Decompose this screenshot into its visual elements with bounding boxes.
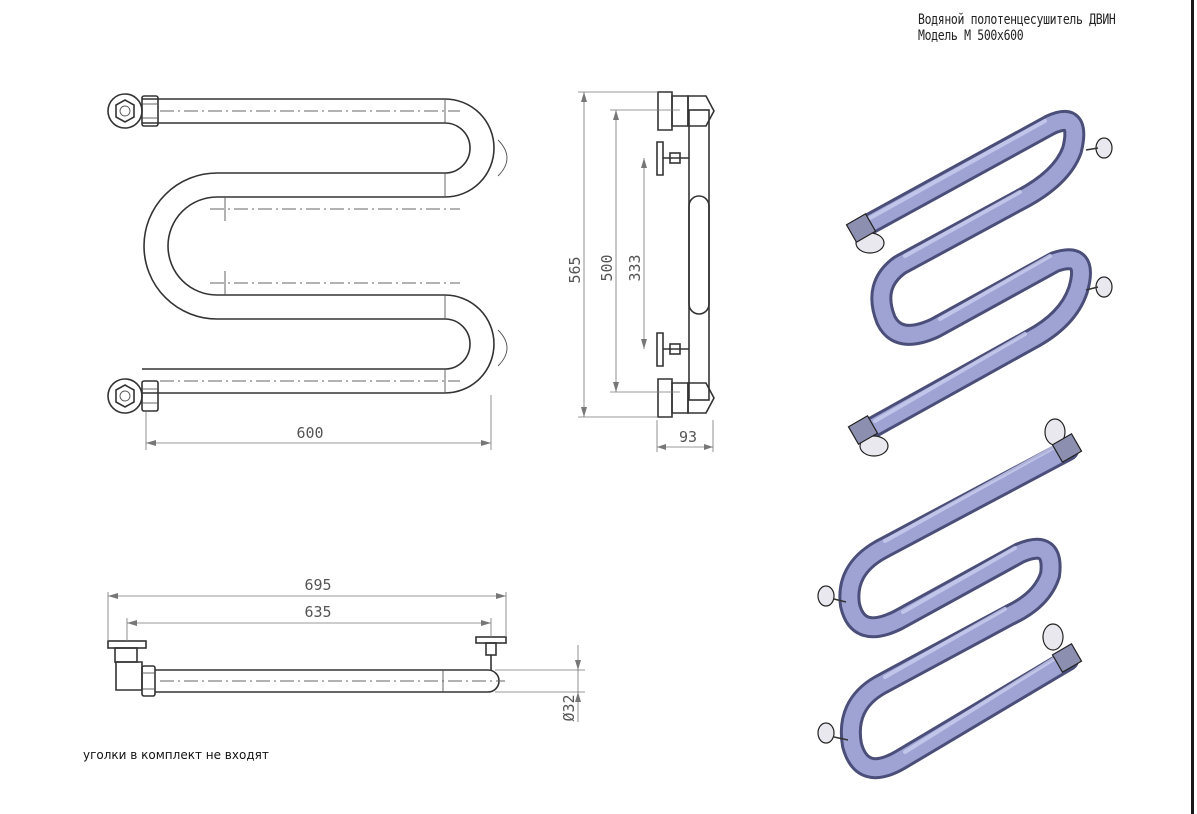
bottom-connector-hole	[119, 390, 131, 402]
bottom-connector-nut	[141, 380, 159, 412]
iso-upper-flange-bottom	[859, 435, 889, 457]
iso-lower-bracket-1	[817, 585, 835, 607]
title-block: Водяной полотенцесушитель ДВИН Модель М …	[918, 12, 1116, 44]
isometric-view-lower	[817, 418, 1083, 780]
top-pipe	[155, 669, 500, 693]
dim-695-label: 695	[304, 576, 331, 594]
iso-lower-pipe	[841, 442, 1076, 777]
dim-600-label: 600	[296, 424, 323, 442]
iso-lower-nut-bottom	[1051, 643, 1083, 673]
iso-lower-nut-top	[1051, 433, 1083, 463]
dim-333-label: 333	[626, 254, 644, 281]
side-top-nut	[687, 95, 715, 127]
dim-d32-label: Ø32	[560, 694, 578, 721]
iso-lower-bracket-2	[817, 722, 835, 744]
wall-mount-bump	[497, 329, 508, 367]
dim-93-label: 93	[679, 428, 697, 446]
dim-500-label: 500	[598, 254, 616, 281]
front-view: 600	[107, 93, 508, 450]
side-bracket-bottom	[656, 332, 664, 367]
side-top-flange	[657, 91, 673, 131]
top-left-elbow	[115, 661, 143, 691]
top-connector-hole	[119, 105, 131, 117]
iso-upper-nut-top	[845, 213, 877, 243]
front-pipe-outer	[142, 98, 495, 394]
isometric-view-upper	[845, 110, 1113, 457]
top-view: 695 635 Ø32	[107, 576, 585, 722]
top-left-flange	[107, 640, 147, 649]
iso-upper-bracket-2	[1095, 276, 1113, 298]
bottom-connector-hex	[115, 384, 135, 408]
top-connector-nut	[141, 95, 159, 127]
title-line-1: Водяной полотенцесушитель ДВИН	[918, 12, 1116, 28]
iso-upper-bracket-1	[1095, 137, 1113, 159]
kit-note: уголки в комплект не входят	[83, 748, 269, 762]
side-pipe-bulge	[688, 195, 710, 315]
dim-565-label: 565	[566, 256, 584, 283]
iso-upper-pipe	[854, 112, 1090, 438]
top-right-flange	[475, 636, 507, 644]
front-pipe-inner	[142, 122, 471, 370]
side-pipe	[688, 109, 710, 401]
side-bracket-top	[656, 141, 664, 176]
side-bottom-flange	[657, 378, 673, 418]
side-bottom-nut	[687, 382, 715, 414]
side-view: 565 500 333 93	[566, 91, 715, 452]
top-connector-hex	[115, 99, 135, 123]
wall-mount-bump	[497, 139, 508, 177]
sheet-border	[1191, 0, 1194, 814]
iso-upper-nut-bottom	[847, 415, 879, 445]
title-line-2: Модель М 500х600	[918, 28, 1024, 44]
dim-635-label: 635	[304, 603, 331, 621]
iso-lower-flange-bottom	[1042, 623, 1064, 651]
top-left-nut	[141, 665, 156, 697]
